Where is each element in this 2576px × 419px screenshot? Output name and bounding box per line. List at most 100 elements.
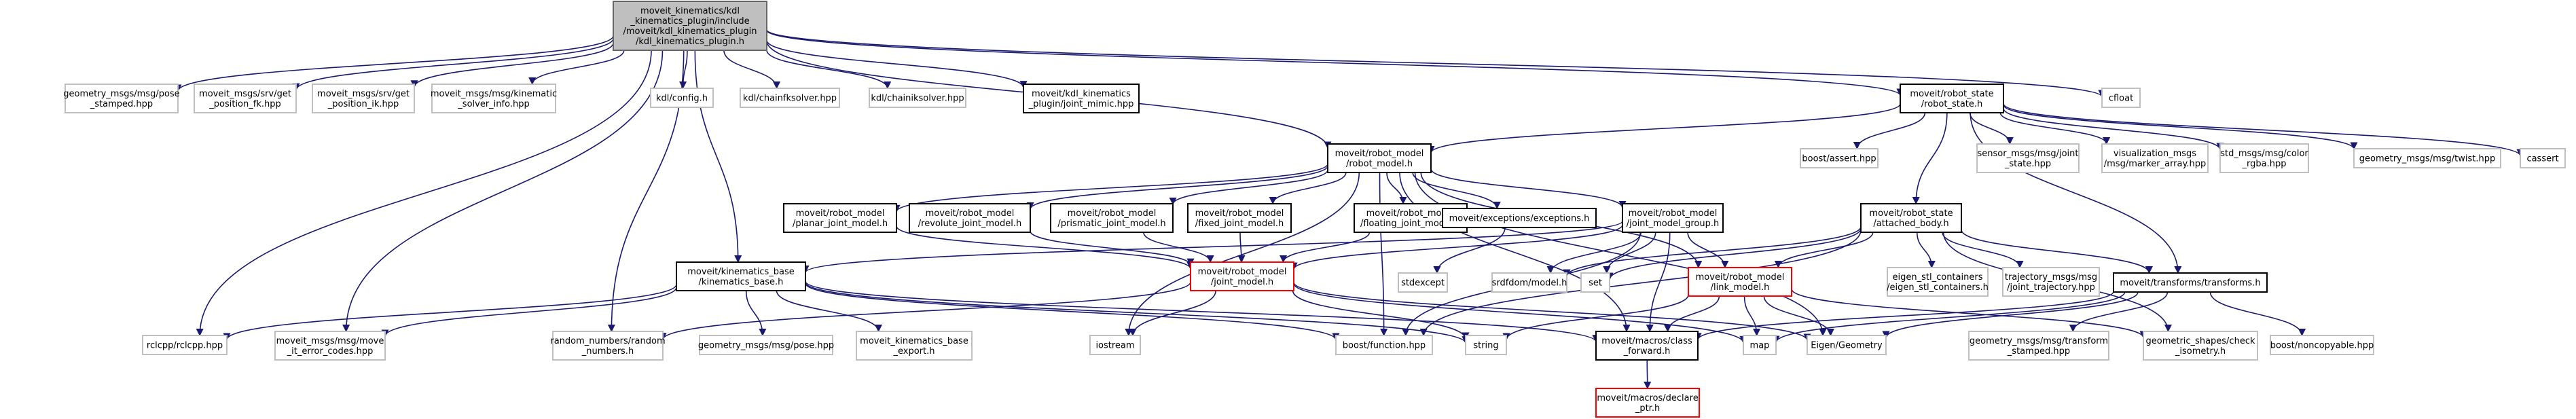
node-move_it_error_codes: moveit_msgs/msg/move_it_error_codes.hpp	[274, 331, 386, 361]
edge-line	[1386, 172, 1407, 205]
node-box	[2101, 143, 2209, 173]
node-label-line: moveit/robot_state	[1869, 208, 1953, 219]
edge-line	[2209, 291, 2306, 337]
node-box	[1050, 203, 1174, 233]
edge-line	[196, 50, 652, 337]
edge-robot_state-to-color_rgba	[2003, 108, 2224, 151]
edge-robot_state-to-twist	[2003, 105, 2358, 150]
node-kdl_plugin[interactable]: moveit_kinematics/kdl_kinematics_plugin/…	[613, 1, 767, 51]
node-box	[2002, 267, 2100, 297]
node-label-line: /kdl_kinematics_plugin.h	[636, 37, 744, 47]
edge-robot_model-to-floating_joint	[1386, 172, 1407, 205]
edge-line	[659, 281, 1191, 341]
node-label-line: boost/noncopyable.hpp	[2270, 341, 2374, 351]
edge-fixed_joint-to-joint_model	[1237, 232, 1246, 263]
edge-revolute_joint-to-joint_model	[1030, 230, 1195, 266]
node-kin_base_export: moveit_kinematics_base_export.h	[856, 331, 973, 361]
edge-robot_model-to-class_forward	[1399, 172, 1631, 333]
node-cfloat: cfloat	[2101, 88, 2141, 108]
node-color_rgba: std_msgs/msg/color_rgba.hpp	[2219, 143, 2309, 173]
node-attached_body[interactable]: moveit/robot_state/attached_body.h	[1860, 203, 1962, 233]
edge-joint_model_group-to-srdfdom	[1546, 232, 1642, 274]
edge-line	[1970, 112, 2182, 274]
node-box	[274, 331, 386, 361]
node-fixed_joint[interactable]: moveit/robot_model/fixed_joint_model.h	[1187, 203, 1292, 233]
edge-joint_model_group-to-joint_model	[1290, 224, 1623, 270]
node-check_isometry: geometric_shapes/check_isometry.h	[2143, 331, 2258, 361]
node-srdfdom: srdfdom/model.h	[1491, 272, 1567, 293]
node-label-line: moveit/robot_model	[1696, 272, 1785, 283]
node-boost_assert: boost/assert.hpp	[1800, 148, 1879, 168]
node-eigen_geometry: Eigen/Geometry	[1807, 335, 1887, 355]
node-joint_model_group[interactable]: moveit/robot_model/joint_model_group.h	[1622, 203, 1724, 233]
edge-line	[678, 50, 688, 90]
node-label-line: _export.h	[893, 346, 935, 357]
edge-line	[1942, 232, 2024, 269]
node-label-line: moveit_msgs/srv/get	[199, 89, 291, 99]
node-label-line: /planar_joint_model.h	[793, 219, 888, 229]
node-planar_joint[interactable]: moveit/robot_model/planar_joint_model.h	[783, 203, 897, 233]
edge-line	[1687, 232, 1729, 269]
node-map: map	[1743, 335, 1777, 355]
node-label-line: moveit/robot_model	[1629, 208, 1718, 219]
edge-line	[1853, 112, 1926, 150]
edge-transforms-to-eigen_geometry	[1882, 291, 2139, 339]
edge-attached_body-to-joint_trajectory	[1942, 232, 2024, 269]
node-label-line: moveit/robot_model	[1198, 267, 1287, 277]
node-kdl_config: kdl/config.h	[650, 88, 714, 108]
node-joint_mimic[interactable]: moveit/kdl_kinematics_plugin/joint_mimic…	[1023, 84, 1140, 113]
edge-robot_state-to-robot_model	[1427, 103, 1901, 154]
edge-attached_body-to-set	[1606, 227, 1862, 280]
node-transforms[interactable]: moveit/transforms/transforms.h	[2113, 272, 2268, 293]
node-label-line: /kinematics_base.h	[699, 277, 784, 287]
node-box	[2270, 335, 2374, 355]
node-box	[909, 203, 1031, 233]
node-declare_ptr[interactable]: moveit/macros/declare_ptr.h	[1595, 388, 1700, 418]
node-random_numbers: random_numbers/random_numbers.h	[550, 331, 666, 361]
node-revolute_joint[interactable]: moveit/robot_model/revolute_joint_model.…	[909, 203, 1031, 233]
node-label-line: geometry_msgs/msg/pose	[63, 89, 179, 99]
node-boost_function: boost/function.hpp	[1335, 335, 1433, 355]
edge-robot_state-to-cassert	[2003, 103, 2524, 157]
edge-kdl_plugin-to-srv_get_fk	[292, 38, 614, 91]
node-boost_noncopyable: boost/noncopyable.hpp	[2270, 335, 2374, 355]
node-label-line: kdl/config.h	[656, 94, 708, 104]
node-label-line: moveit/robot_model	[1068, 208, 1157, 219]
node-box	[1335, 335, 1433, 355]
node-label-line: _stamped.hpp	[2007, 346, 2070, 357]
edge-line	[1646, 232, 1671, 333]
node-box	[1580, 272, 1610, 293]
node-robot_state[interactable]: moveit/robot_state/robot_state.h	[1900, 84, 2004, 113]
node-label-line: srdfdom/model.h	[1492, 278, 1567, 289]
node-label-line: /joint_trajectory.hpp	[2007, 283, 2095, 293]
edge-line	[1030, 230, 1195, 266]
edge-line	[766, 29, 1904, 96]
node-exceptions[interactable]: moveit/exceptions/exceptions.h	[1442, 208, 1597, 228]
edge-line	[1430, 168, 1627, 209]
edge-joint_model_group-to-kinematics_base	[801, 220, 1623, 274]
edge-line	[1169, 169, 1328, 206]
node-link_model[interactable]: moveit/robot_model/link_model.h	[1688, 267, 1792, 297]
edge-line	[896, 225, 1195, 270]
node-box	[1465, 335, 1507, 355]
edge-attached_body-to-link_model	[1774, 232, 1874, 269]
edge-line	[1999, 112, 2111, 145]
edge-line	[1433, 227, 1506, 274]
node-robot_model[interactable]: moveit/robot_model/robot_model.h	[1327, 143, 1432, 173]
edge-kinematics_base-to-class_forward	[805, 280, 1600, 343]
node-kinematics_base[interactable]: moveit/kinematics_base/kinematics_base.h	[676, 261, 806, 291]
node-joint_model[interactable]: moveit/robot_model/joint_model.h	[1190, 261, 1294, 291]
node-label-line: boost/function.hpp	[1343, 341, 1426, 351]
node-prismatic_joint[interactable]: moveit/robot_model/prismatic_joint_model…	[1050, 203, 1174, 233]
node-kin_solver_info: moveit_msgs/msg/kinematic_solver_info.hp…	[431, 84, 557, 113]
node-box	[783, 203, 897, 233]
node-label-line: _rgba.hpp	[2242, 159, 2287, 169]
edge-robot_state-to-marker_array	[1999, 112, 2111, 145]
edge-line	[1280, 232, 1371, 263]
node-class_forward[interactable]: moveit/macros/class_forward.h	[1595, 331, 1699, 361]
node-label-line: moveit/robot_model	[926, 208, 1015, 219]
node-label-line: _position_ik.hpp	[327, 99, 399, 109]
node-label-line: _plugin/joint_mimic.hpp	[1028, 99, 1134, 109]
edge-line	[1882, 291, 2139, 339]
